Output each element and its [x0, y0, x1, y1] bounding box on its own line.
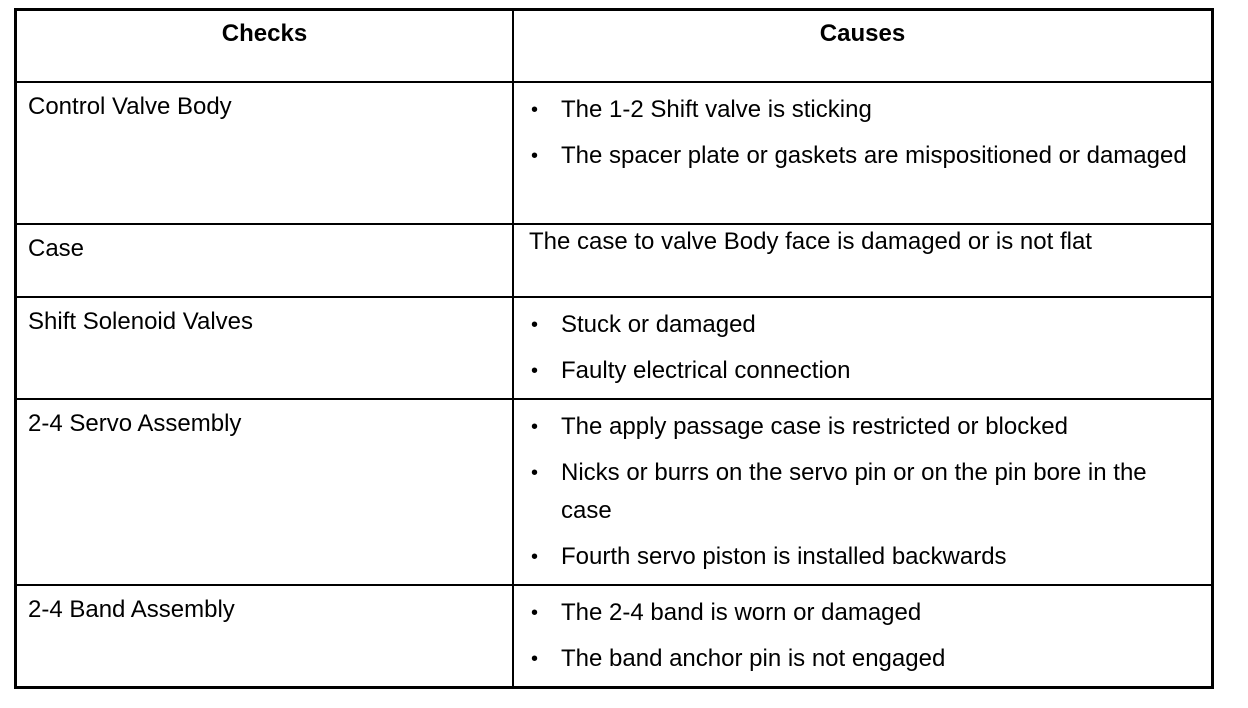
bullet-icon: •: [531, 99, 539, 122]
bullet-icon: •: [531, 545, 539, 568]
cause-item: • Fourth servo piston is installed backwa…: [529, 538, 1201, 576]
cause-item: • The 2-4 band is worn or damaged: [529, 594, 1201, 632]
bullet-icon: •: [531, 647, 539, 670]
cause-item: • Nicks or burrs on the servo pin or on t…: [529, 454, 1201, 530]
cause-text: Nicks or burrs on the servo pin or on th…: [561, 458, 1147, 524]
cause-text: The 2-4 band is worn or damaged: [561, 598, 922, 626]
table-row: Shift Solenoid Valves • Stuck or damaged …: [17, 297, 1211, 400]
cause-item: • The apply passage case is restricted or…: [529, 408, 1201, 446]
cause-item: • Faulty electrical connection: [529, 352, 1201, 390]
check-cell: Shift Solenoid Valves: [17, 297, 514, 398]
checks-causes-table: Checks Causes Control Valve Body • The 1-…: [14, 8, 1214, 689]
causes-cell: • The 1-2 Shift valve is sticking • The sp…: [514, 83, 1211, 223]
cause-item: • The band anchor pin is not engaged: [529, 640, 1201, 678]
cause-item: • The 1-2 Shift valve is sticking: [529, 91, 1201, 129]
table-row: Control Valve Body • The 1-2 Shift valve …: [17, 83, 1211, 226]
header-checks: Checks: [17, 11, 514, 82]
cause-text: The band anchor pin is not engaged: [561, 644, 946, 672]
bullet-icon: •: [531, 461, 539, 484]
bullet-icon: •: [531, 145, 539, 168]
causes-cell: • The apply passage case is restricted or…: [514, 400, 1211, 584]
causes-list: • The 2-4 band is worn or damaged • The ba…: [529, 594, 1201, 678]
bullet-icon: •: [531, 415, 539, 438]
bullet-icon: •: [531, 359, 539, 382]
causes-cell: The case to valve Body face is damaged o…: [529, 228, 1092, 256]
check-cell: 2-4 Band Assembly: [17, 585, 514, 686]
causes-cell: • The 2-4 band is worn or damaged • The ba…: [514, 586, 1211, 686]
cause-text: Stuck or damaged: [561, 310, 756, 338]
cause-text: The spacer plate or gaskets are misposit…: [561, 142, 1187, 170]
bullet-icon: •: [531, 601, 539, 624]
cause-text: Faulty electrical connection: [561, 356, 851, 384]
table-row: 2-4 Band Assembly • The 2-4 band is worn …: [17, 585, 1211, 686]
causes-cell: • Stuck or damaged • Faulty electrical con…: [514, 298, 1211, 398]
cause-text: The 1-2 Shift valve is sticking: [561, 96, 872, 124]
table-row: Case The case to valve Body face is dama…: [17, 225, 1211, 298]
check-cell: Control Valve Body: [17, 83, 514, 224]
causes-list: • Stuck or damaged • Faulty electrical con…: [529, 306, 1201, 390]
cause-text: The apply passage case is restricted or …: [561, 412, 1068, 440]
header-causes: Causes: [819, 20, 906, 47]
cause-item: • The spacer plate or gaskets are misposi…: [529, 137, 1201, 175]
check-cell: 2-4 Servo Assembly: [17, 399, 514, 584]
cause-item: • Stuck or damaged: [529, 306, 1201, 344]
causes-list: • The apply passage case is restricted or…: [529, 408, 1201, 576]
cause-text: Fourth servo piston is installed backwar…: [561, 542, 1007, 570]
table-row: 2-4 Servo Assembly • The apply passage ca…: [17, 399, 1211, 586]
causes-list: • The 1-2 Shift valve is sticking • The sp…: [529, 91, 1201, 175]
check-cell: Case: [17, 225, 514, 296]
table-header-row: Checks Causes: [17, 11, 1211, 84]
bullet-icon: •: [531, 313, 539, 336]
